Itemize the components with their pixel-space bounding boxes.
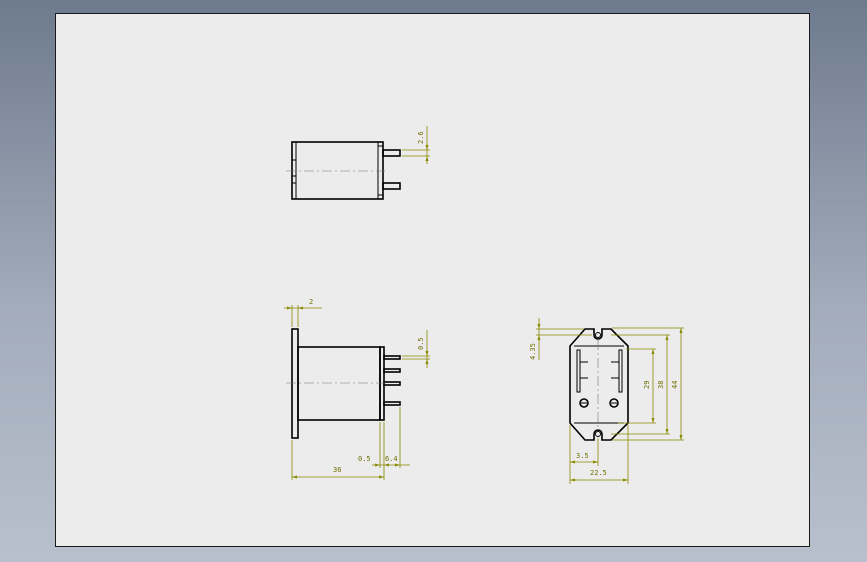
front-view-pin: [383, 401, 401, 406]
side-view-terminal: [618, 349, 623, 393]
top-view-body: [291, 141, 384, 200]
dim-front-pin-gap: 0.5: [358, 455, 371, 463]
top-view: 2.6: [286, 126, 430, 200]
side-view: 4.35 29 38 44 3.5 22.5: [529, 318, 684, 484]
side-view-terminal: [576, 349, 581, 393]
front-view-flange: [291, 328, 299, 439]
dim-front-pin-length: 6.4: [385, 455, 398, 463]
dim-front-flange: 2: [309, 298, 313, 306]
front-view-pin: [383, 368, 401, 373]
dim-side-overall-height: 44: [671, 381, 679, 389]
dim-side-hole-spacing: 29: [643, 381, 651, 389]
dim-front-body-length: 36: [333, 466, 341, 474]
top-view-pin: [382, 149, 401, 157]
dim-side-inner-height: 38: [657, 381, 665, 389]
dim-side-hole-offset: 3.5: [576, 452, 589, 460]
side-view-hole: [609, 398, 619, 408]
front-view-body: [297, 346, 381, 421]
front-view-pin: [383, 381, 401, 386]
side-view-hole: [579, 398, 589, 408]
drawing-sheet: [55, 13, 810, 547]
dim-top-pin-offset: 2.6: [417, 131, 425, 144]
dim-side-width: 22.5: [590, 469, 607, 477]
dim-side-notch-depth: 4.35: [529, 343, 537, 360]
front-view: 2 0.5 0.5 6.4 36: [284, 298, 430, 480]
top-view-pin: [382, 182, 401, 190]
front-view-pin: [383, 355, 401, 360]
dim-front-pin-width: 0.5: [417, 337, 425, 350]
side-view-outline: [569, 328, 629, 441]
